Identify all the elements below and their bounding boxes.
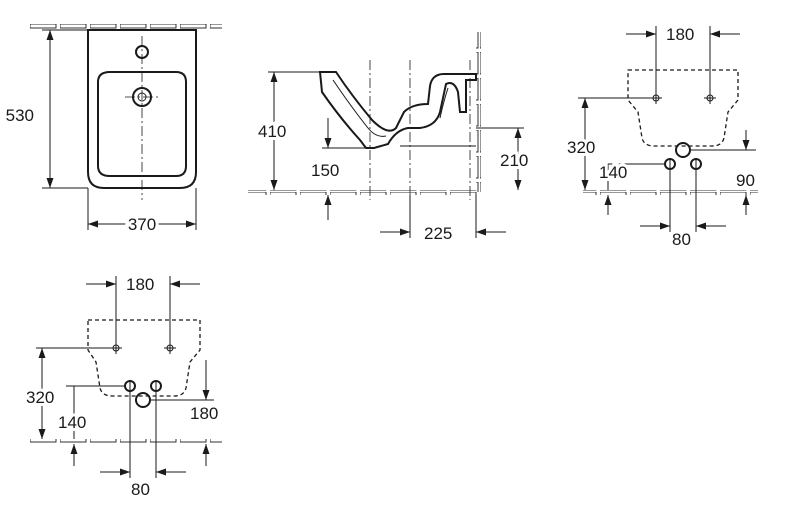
- fixing-point-right: [164, 342, 176, 354]
- front-width-dimension: 370: [128, 215, 156, 234]
- arrow-head: [38, 429, 46, 439]
- wall-top: [30, 24, 222, 29]
- drain-connection: [135, 392, 151, 408]
- arrow-head: [581, 98, 589, 108]
- bidet-profile: [318, 71, 477, 149]
- fixing-point-left: [110, 342, 122, 354]
- arrow-head: [742, 140, 750, 150]
- top-drain-height-dimension: 90: [736, 171, 755, 190]
- arrow-head: [46, 178, 54, 188]
- bidet-outline: [87, 29, 197, 189]
- side-inlet-dimension: 150: [311, 161, 339, 180]
- top-fixing-height-dimension: 320: [567, 138, 595, 157]
- fixing-point-right: [704, 92, 716, 104]
- arrow-head: [742, 195, 750, 205]
- bottom-fixing-height-dimension: 320: [26, 388, 54, 407]
- floor-line: [30, 439, 222, 444]
- bottom-drain-height-dimension: 180: [190, 404, 218, 423]
- fixing-point-left: [650, 92, 662, 104]
- arrow-head: [710, 30, 720, 38]
- bottom-supply-height-dimension: 140: [58, 413, 86, 432]
- arrow-head: [46, 30, 54, 40]
- arrow-head: [514, 128, 522, 138]
- arrow-head: [70, 444, 78, 454]
- connection-view-top: 180 320 140 90 80: [564, 25, 758, 249]
- arrow-head: [400, 228, 410, 236]
- bowl-outline: [97, 71, 187, 177]
- bowl-inner-profile: [439, 87, 449, 119]
- arrow-head: [646, 30, 656, 38]
- arrow-head: [270, 180, 278, 190]
- arrow-head: [270, 72, 278, 82]
- top-supply-height-dimension: 140: [599, 163, 627, 182]
- top-fixing-spacing-dimension: 180: [666, 25, 694, 44]
- arrow-head: [106, 280, 116, 288]
- arrow-head: [660, 222, 670, 230]
- arrow-head: [324, 195, 332, 205]
- side-outlet-dimension: 210: [500, 151, 528, 170]
- arrow-head: [38, 348, 46, 358]
- side-depth-dimension: 225: [424, 224, 452, 243]
- top-supply-spacing-dimension: 80: [672, 230, 691, 249]
- bowl-inner-profile: [332, 79, 387, 137]
- connection-view-bottom: 180 320 140 180 80: [23, 275, 222, 499]
- side-view: 410 150 210 225: [248, 32, 531, 243]
- arrow-head: [88, 220, 98, 228]
- arrow-head: [476, 228, 486, 236]
- wall-side: [476, 32, 481, 192]
- bidet-outline-hidden: [87, 319, 201, 397]
- arrow-head: [604, 195, 612, 205]
- arrow-head: [514, 180, 522, 190]
- bottom-fixing-spacing-dimension: 180: [126, 275, 154, 294]
- front-view: 530 370: [6, 24, 222, 237]
- arrow-head: [186, 220, 196, 228]
- drain-connection: [675, 142, 691, 158]
- arrow-head: [170, 280, 180, 288]
- arrow-head: [156, 468, 166, 476]
- bottom-supply-spacing-dimension: 80: [131, 480, 150, 499]
- side-height-dimension: 410: [258, 122, 286, 141]
- bidet-outline-hidden: [627, 69, 739, 147]
- arrow-head: [202, 444, 210, 454]
- arrow-head: [581, 180, 589, 190]
- front-height-dimension: 530: [6, 106, 34, 125]
- arrow-head: [202, 390, 210, 400]
- arrow-head: [324, 138, 332, 148]
- arrow-head: [696, 222, 706, 230]
- arrow-head: [120, 468, 130, 476]
- floor-line: [248, 190, 480, 195]
